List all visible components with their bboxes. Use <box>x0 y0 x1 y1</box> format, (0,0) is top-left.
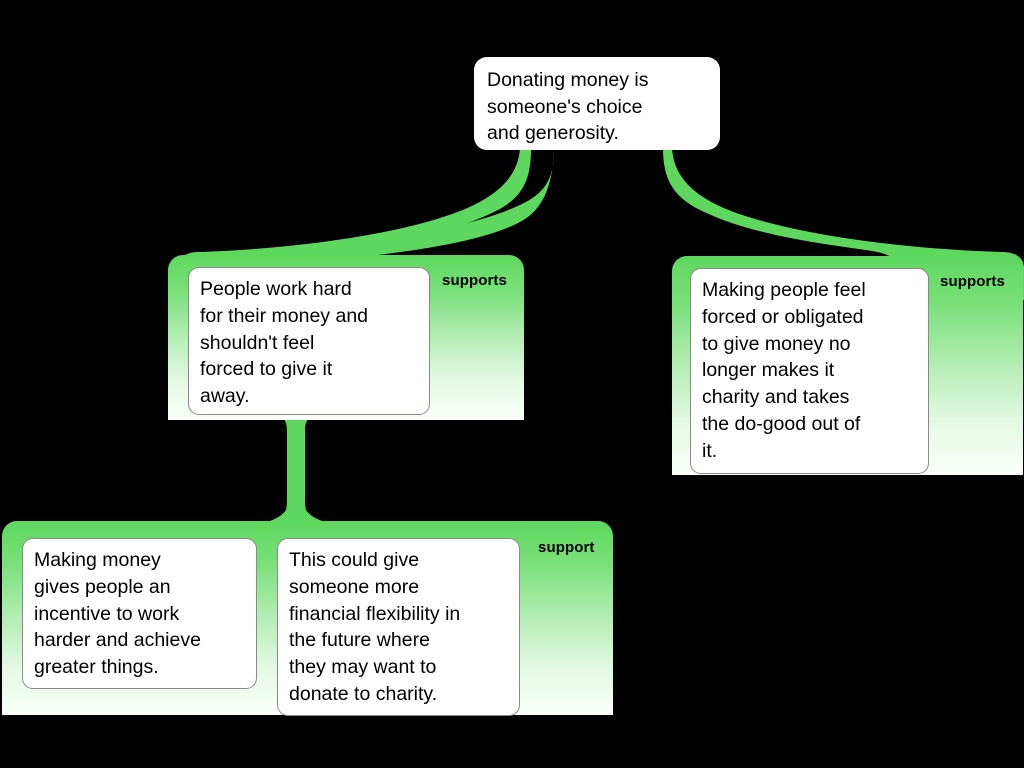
claim-text-right: Making people feel forced or obligated t… <box>702 279 866 462</box>
claim-card-right[interactable]: Making people feel forced or obligated t… <box>690 268 929 474</box>
claim-text-bottom-second: This could give someone more financial f… <box>289 549 461 705</box>
claim-card-bottom-second[interactable]: This could give someone more financial f… <box>277 538 520 716</box>
claim-card-bottom-first[interactable]: Making money gives people an incentive t… <box>22 538 257 689</box>
connector-trunk-core <box>287 414 305 526</box>
root-claim-node[interactable]: Donating money is someone's choice and g… <box>474 57 720 150</box>
claim-text-bottom-first: Making money gives people an incentive t… <box>34 549 201 679</box>
connector-left-to-bottom <box>232 416 360 527</box>
root-claim-text: Donating money is someone's choice and g… <box>487 69 649 144</box>
claim-card-left[interactable]: People work hard for their money and sho… <box>188 267 430 415</box>
relation-label-right: supports <box>940 273 1005 290</box>
relation-label-left: supports <box>442 272 507 289</box>
relation-label-bottom: support <box>538 539 595 556</box>
claim-text-left: People work hard for their money and sho… <box>200 278 369 408</box>
